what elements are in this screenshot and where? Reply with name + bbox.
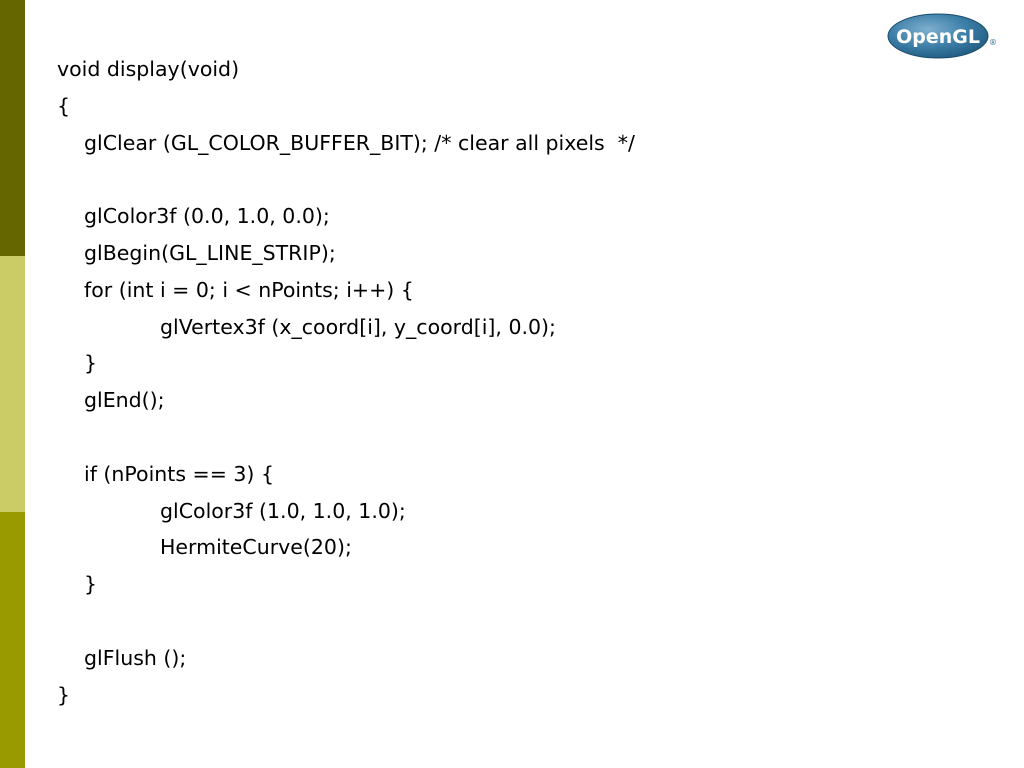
code-line: [57, 603, 635, 640]
sidebar-accent-middle: [0, 256, 25, 512]
code-line: void display(void): [57, 57, 240, 81]
code-line: {: [57, 93, 71, 118]
code-line: glFlush ();: [84, 645, 187, 670]
logo-registered-mark: ®: [989, 38, 997, 47]
code-line: if (nPoints == 3) {: [84, 461, 274, 486]
code-block: void display(void) { glClear (GL_COLOR_BUF…: [57, 51, 635, 713]
code-line: glEnd();: [84, 388, 165, 413]
logo-ellipse: [888, 14, 988, 58]
code-line: glColor3f (0.0, 1.0, 0.0);: [84, 204, 330, 229]
code-line: [57, 419, 635, 456]
code-line: glColor3f (1.0, 1.0, 1.0);: [160, 498, 406, 523]
logo-text: OpenGL: [896, 26, 980, 48]
code-line: glBegin(GL_LINE_STRIP);: [84, 240, 336, 265]
opengl-logo: OpenGL ®: [887, 13, 997, 59]
code-line: for (int i = 0; i < nPoints; i++) {: [84, 277, 414, 302]
code-line: [57, 161, 635, 198]
sidebar-accent-top: [0, 0, 25, 256]
code-line: HermiteCurve(20);: [160, 535, 352, 560]
code-line: glClear (GL_COLOR_BUFFER_BIT); /* clear …: [84, 130, 635, 155]
code-line: }: [84, 351, 98, 376]
code-line: }: [84, 572, 98, 597]
sidebar-accent-bottom: [0, 512, 25, 768]
code-line: glVertex3f (x_coord[i], y_coord[i], 0.0)…: [160, 314, 556, 339]
code-line: }: [57, 682, 71, 707]
